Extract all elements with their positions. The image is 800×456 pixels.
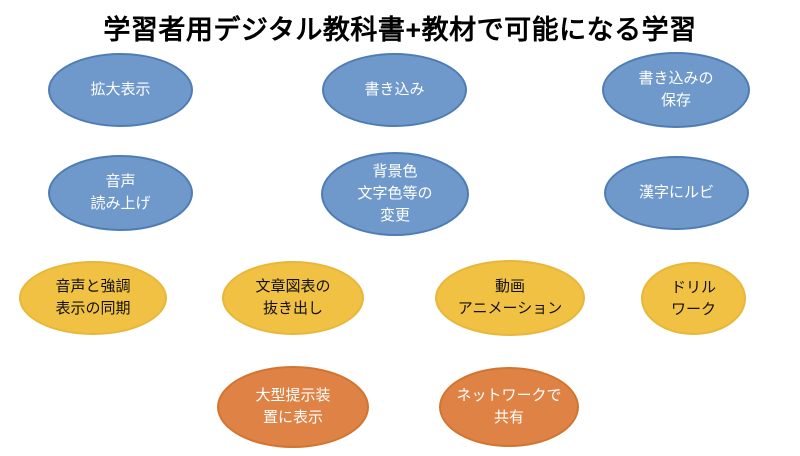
ellipse-network-sharing: ネットワークで 共有 [439, 367, 579, 447]
ellipse-label: 文章図表の 抜き出し [255, 278, 331, 317]
ellipse-label: ドリル ワーク [670, 278, 716, 318]
ellipse-color-change: 背景色 文字色等の 変更 [321, 152, 469, 236]
ellipse-zoom-display: 拡大表示 [48, 53, 193, 127]
ellipse-label: 背景色 文字色等の 変更 [357, 163, 433, 224]
ellipse-annotation-save: 書き込みの 保存 [602, 52, 750, 128]
ellipse-label: 漢字にルビ [638, 184, 714, 202]
ellipse-label: 書き込みの 保存 [638, 70, 714, 109]
ellipse-annotation: 書き込み [322, 53, 467, 127]
ellipse-label: 大型提示装 置に表示 [255, 387, 331, 426]
ellipse-text-to-speech: 音声 読み上げ [48, 155, 193, 231]
ellipse-video-animation: 動画 アニメーション [435, 260, 585, 336]
ellipse-label: 音声 読み上げ [90, 173, 151, 212]
ellipse-label: 音声と強調 表示の同期 [55, 278, 131, 317]
ellipse-drill-work: ドリル ワーク [641, 262, 746, 335]
ellipse-kanji-ruby: 漢字にルビ [604, 156, 749, 230]
ellipse-audio-highlight-sync: 音声と強調 表示の同期 [19, 261, 167, 335]
ellipse-label: 動画 アニメーション [457, 278, 563, 317]
diagram-title: 学習者用デジタル教科書+教材で可能になる学習 [103, 15, 697, 45]
ellipse-text-figure-extraction: 文章図表の 抜き出し [222, 261, 364, 335]
ellipse-label: 拡大表示 [90, 81, 151, 99]
ellipse-label: 書き込み [364, 81, 425, 99]
ellipse-label: ネットワークで 共有 [456, 387, 562, 426]
ellipse-large-display: 大型提示装 置に表示 [217, 366, 369, 448]
